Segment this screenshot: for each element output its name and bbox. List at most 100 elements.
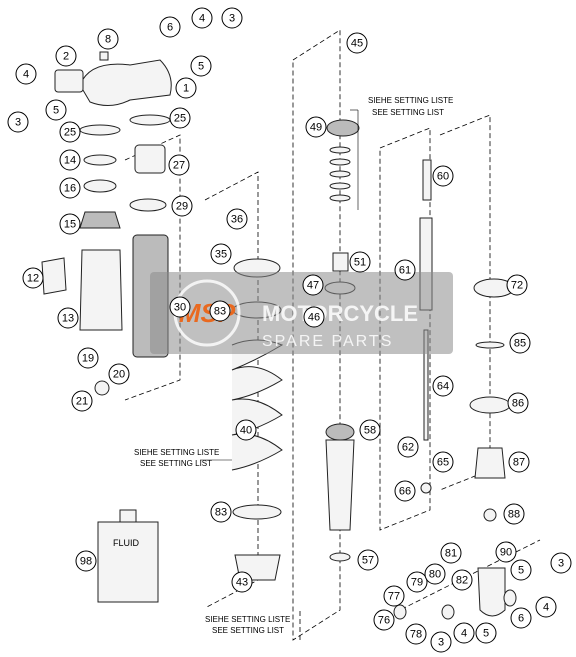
callout-circle: [406, 571, 428, 593]
callout-6: 6: [159, 16, 181, 38]
callout-5: 5: [475, 622, 497, 644]
callout-number: 16: [64, 183, 76, 195]
callout-circle: [71, 390, 93, 412]
callout-circle: [506, 274, 528, 296]
callout-number: 90: [500, 547, 512, 559]
bushing-part: [393, 604, 407, 620]
callout-number: 62: [402, 442, 414, 454]
ring-part: [475, 341, 505, 349]
callout-number: 5: [518, 565, 524, 577]
callout-circle: [305, 116, 327, 138]
callout-number: 86: [512, 398, 524, 410]
callout-circle: [346, 32, 368, 54]
callout-80: 80: [424, 563, 446, 585]
callout-number: 3: [558, 558, 564, 570]
callout-circle: [475, 622, 497, 644]
callout-79: 79: [406, 571, 428, 593]
callout-number: 81: [445, 548, 457, 560]
callout-number: 57: [362, 555, 374, 567]
callout-number: 4: [199, 13, 205, 25]
cap-part: [134, 144, 166, 174]
ring-part: [129, 198, 167, 212]
callout-98: 98: [75, 550, 97, 572]
callout-57: 57: [357, 549, 379, 571]
callout-circle: [453, 622, 475, 644]
callout-number: 60: [437, 171, 449, 183]
callout-4: 4: [453, 622, 475, 644]
callout-circle: [45, 99, 67, 121]
callout-circle: [221, 7, 243, 29]
spring-part: [231, 339, 284, 471]
ring-part: [83, 179, 117, 193]
callout-number: 78: [410, 629, 422, 641]
callout-circle: [190, 55, 212, 77]
bushing-part: [441, 604, 455, 620]
callout-number: 85: [514, 338, 526, 350]
callout-number: 51: [354, 257, 366, 269]
nut-part: [420, 482, 432, 494]
callout-78: 78: [405, 623, 427, 645]
callout-30: 30: [169, 296, 191, 318]
callout-circle: [22, 267, 44, 289]
callout-number: 4: [461, 628, 467, 640]
setting-note-3-en: SEE SETTING LIST: [212, 626, 284, 635]
callout-number: 14: [64, 155, 76, 167]
callout-4: 4: [15, 63, 37, 85]
callout-circle: [57, 307, 79, 329]
callout-circle: [303, 306, 325, 328]
callout-number: 4: [543, 602, 549, 614]
callout-85: 85: [509, 332, 531, 354]
bellows-part: [79, 249, 123, 331]
callout-circle: [77, 347, 99, 369]
callout-circle: [349, 251, 371, 273]
ring-part: [79, 124, 121, 136]
callout-14: 14: [59, 149, 81, 171]
callout-circle: [495, 541, 517, 563]
callout-circle: [59, 213, 81, 235]
callout-circle: [209, 300, 231, 322]
ring-part: [232, 504, 282, 520]
callout-49: 49: [305, 116, 327, 138]
callout-number: 40: [240, 425, 252, 437]
bushing-part: [332, 252, 349, 272]
callout-19: 19: [77, 347, 99, 369]
callout-circle: [59, 177, 81, 199]
callout-circle: [235, 419, 257, 441]
clip-part: [41, 257, 67, 295]
callout-88: 88: [503, 503, 525, 525]
callout-circle: [535, 596, 557, 618]
callout-number: 5: [53, 105, 59, 117]
callout-number: 49: [310, 122, 322, 134]
callout-8: 8: [97, 28, 119, 50]
callout-circle: [7, 111, 29, 133]
watermark-title: MOTORCYCLE: [262, 301, 418, 326]
callout-number: 36: [231, 214, 243, 226]
callout-circle: [159, 16, 181, 38]
callout-number: 35: [215, 249, 227, 261]
callout-5: 5: [510, 559, 532, 581]
callout-number: 6: [518, 613, 524, 625]
callout-25: 25: [169, 107, 191, 129]
callout-number: 80: [429, 569, 441, 581]
callout-number: 25: [64, 127, 76, 139]
callout-6: 6: [510, 607, 532, 629]
callout-82: 82: [451, 569, 473, 591]
nut-part: [483, 508, 497, 522]
callout-60: 60: [432, 165, 454, 187]
callout-number: 2: [63, 51, 69, 63]
callout-16: 16: [59, 177, 81, 199]
callout-number: 5: [198, 61, 204, 73]
callout-circle: [15, 63, 37, 85]
callout-circle: [394, 259, 416, 281]
callout-number: 12: [27, 273, 39, 285]
callout-number: 21: [76, 396, 88, 408]
callout-number: 79: [411, 577, 423, 589]
callout-number: 3: [15, 117, 21, 129]
callout-64: 64: [432, 375, 454, 397]
screw-part: [99, 51, 109, 61]
shim-part: [329, 158, 351, 166]
callout-5: 5: [45, 99, 67, 121]
setting-note-1-en: SEE SETTING LIST: [372, 108, 444, 117]
callout-circle: [108, 363, 130, 385]
callout-number: 98: [80, 556, 92, 568]
